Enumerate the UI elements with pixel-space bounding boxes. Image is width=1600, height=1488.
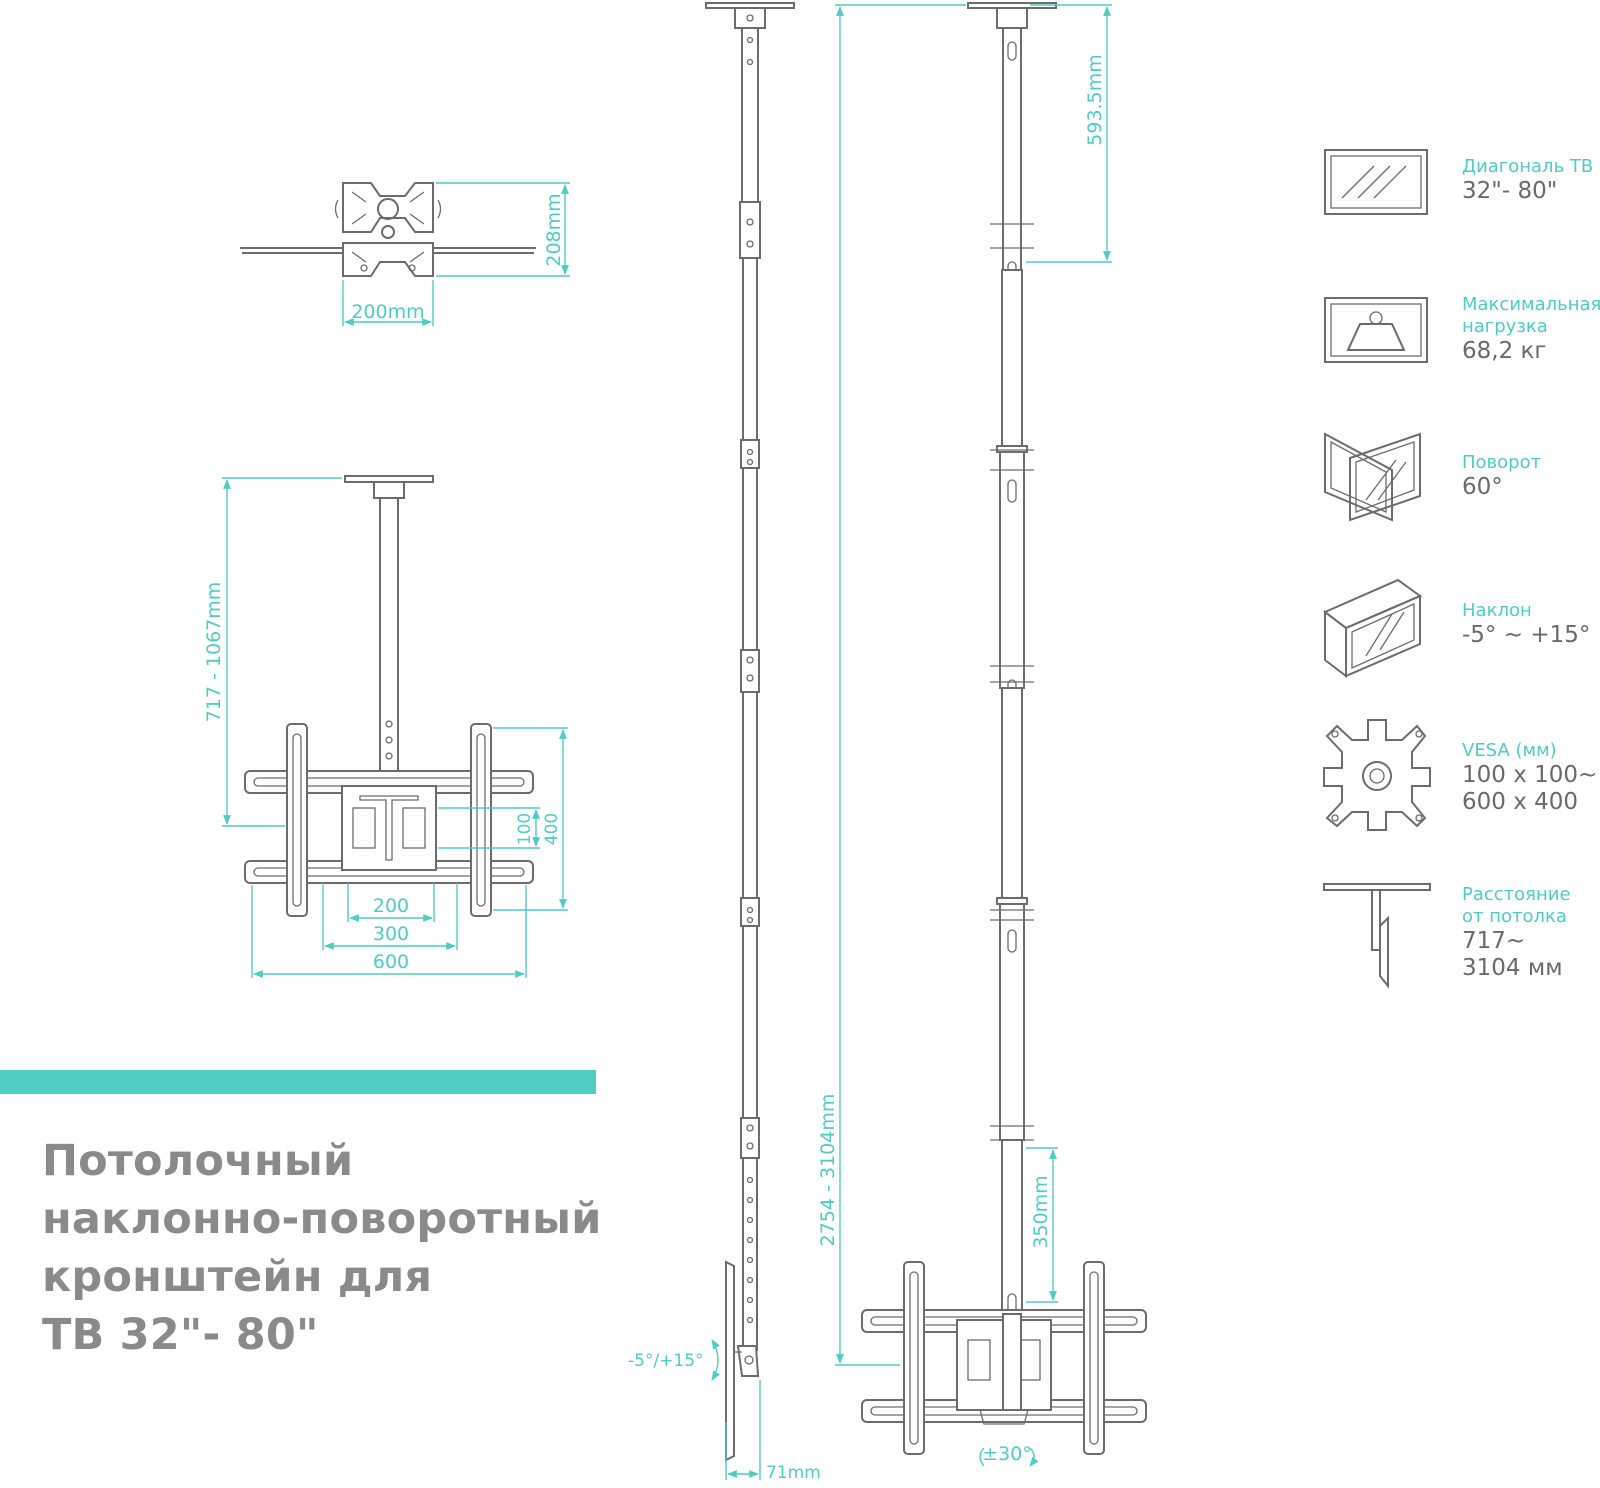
top-view-drawing [240,182,536,277]
title-line: Потолочный [42,1136,354,1186]
tilt-icon [1323,578,1423,679]
dim-vesa-300: 300 [373,923,409,945]
side-view-dimensions: 71mm -5°/+15° [628,1339,821,1483]
product-title: Потолочный наклонно-поворотный кронштейн… [42,1132,602,1364]
spec-label: от потолка [1462,906,1567,927]
dim-top-view-width: 200mm [351,301,424,323]
spec-tv-diagonal: Диагональ ТВ 32"- 80" [1462,156,1600,205]
extended-front-view-dimensions: 2754 - 3104mm 593.5mm 350mm ±30° [817,4,1112,1466]
extended-front-view-drawing [861,2,1147,1455]
spec-value: 717~ [1462,928,1526,954]
dim-side-depth: 71mm [766,1463,821,1483]
spec-value: 600 x 400 [1462,789,1579,815]
vesa-icon [1323,719,1431,831]
spec-vesa: VESA (мм) 100 x 100~ 600 x 400 [1462,740,1600,816]
tv-screen-icon [1324,149,1428,215]
top-view-dimensions: 200mm 208mm [342,182,570,326]
dim-top-view-height: 208mm [543,193,565,266]
spec-max-load: Максимальная нагрузка 68,2 кг [1462,294,1600,365]
title-line: кронштейн для [42,1252,433,1302]
dim-vesa-100: 100 [515,813,535,845]
side-view-drawing [705,2,795,1462]
front-view-drawing [244,475,534,917]
spec-value: -5° ~ +15° [1462,622,1591,648]
spec-label: Максимальная [1462,294,1600,315]
dim-top-section: 593.5mm [1084,54,1106,145]
swivel-icon [1324,432,1421,522]
dim-vesa-400: 400 [542,813,562,845]
spec-label: Поворот [1462,452,1542,473]
dim-vesa-600: 600 [373,951,409,973]
title-line: ТВ 32"- 80" [42,1310,319,1360]
dim-pole-range: 717 - 1067mm [203,582,225,723]
spec-label: нагрузка [1462,316,1548,337]
dim-swivel-range: ±30° [982,1443,1032,1465]
accent-bar [0,1070,596,1094]
spec-label: Расстояние [1462,884,1571,905]
spec-ceiling-distance: Расстояние от потолка 717~ 3104 мм [1462,884,1600,982]
title-line: наклонно-поворотный [42,1194,602,1244]
spec-label: VESA (мм) [1462,740,1557,761]
spec-label: Наклон [1462,600,1532,621]
spec-tilt: Наклон -5° ~ +15° [1462,600,1600,649]
dim-lower-section: 350mm [1030,1175,1052,1248]
dim-tilt-range: -5°/+15° [628,1351,704,1371]
front-view-dimensions: 717 - 1067mm 200 300 600 100 400 [203,477,568,978]
dim-total-range: 2754 - 3104mm [817,1094,839,1247]
spec-swivel: Поворот 60° [1462,452,1600,501]
spec-value: 68,2 кг [1462,338,1547,364]
dim-vesa-200: 200 [373,895,409,917]
spec-value: 32"- 80" [1462,178,1558,204]
spec-value: 60° [1462,474,1503,500]
spec-value: 3104 мм [1462,955,1563,981]
spec-label: Диагональ ТВ [1462,156,1594,177]
ceiling-distance-icon [1323,883,1431,989]
weight-icon [1324,297,1428,363]
spec-value: 100 x 100~ [1462,762,1598,788]
